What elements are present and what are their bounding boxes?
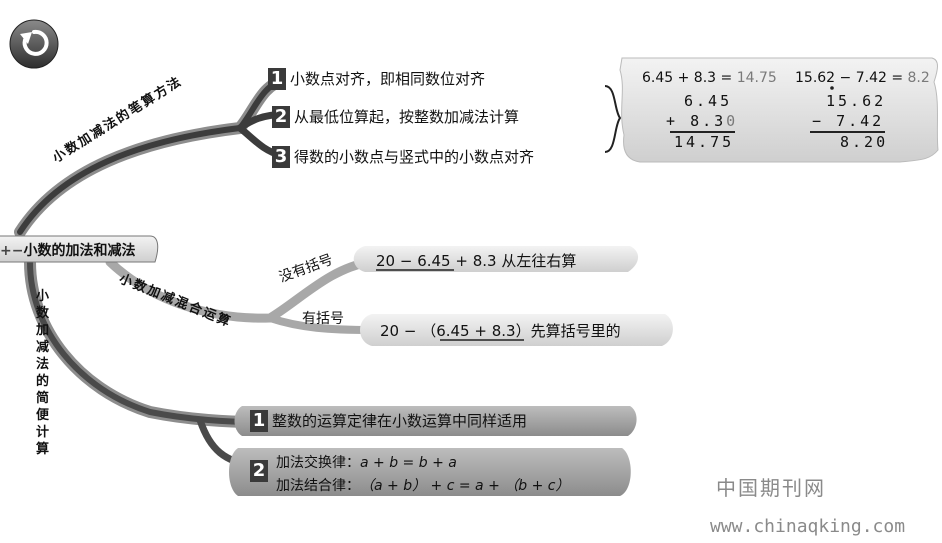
watermark-cn: 中国期刊网 [716, 476, 826, 500]
back-button[interactable] [9, 19, 59, 69]
simple-item2-bubble [229, 448, 631, 496]
simple-item-2-num[interactable]: 2 [250, 460, 272, 482]
simple-item1-bubble [234, 406, 637, 436]
case-paren-label: 有括号 [302, 311, 344, 327]
root-node[interactable] [0, 235, 159, 263]
example-1-row1: 6.45 [684, 92, 733, 110]
branch-ribbons [14, 74, 376, 470]
carry-dot [830, 86, 834, 90]
branch-simple-label: 小数加减法的简便计算 [36, 289, 50, 457]
watermark-url: www.chinaqking.com [710, 516, 906, 537]
case-no-paren-expr[interactable]: 20 − 6.45 + 8.3 从左往右算 [376, 252, 577, 270]
no-paren-bubble [353, 246, 639, 272]
law-commutative: 加法交换律：a + b = b + a [276, 455, 457, 471]
example-1-equation: 6.45 + 8.3 = 14.75 [642, 70, 777, 86]
written-item-bubbles [282, 66, 611, 170]
example-2-equation: 15.62 − 7.42 = 8.2 [795, 70, 930, 86]
example-1-row2: + 8.30 [666, 112, 739, 130]
paren-bubble [360, 314, 673, 346]
example-2-row2: − 7.42 [812, 112, 885, 130]
rotate-left-icon [20, 29, 49, 56]
example-2-sum: 8.20 [840, 133, 889, 151]
plus-minus-icon: +− [0, 243, 24, 259]
example-2-row1: 15.62 [826, 92, 887, 110]
example-box [619, 57, 939, 163]
law-associative: 加法结合律：（a + b） + c = a + （b + c） [276, 478, 570, 494]
example-1-sum: 14.75 [674, 133, 735, 151]
case-paren-expr[interactable]: 20 − （6.45 + 8.3）先算括号里的 [380, 322, 621, 340]
brace [604, 85, 622, 153]
root-label: +−小数的加法和减法 [0, 243, 136, 259]
